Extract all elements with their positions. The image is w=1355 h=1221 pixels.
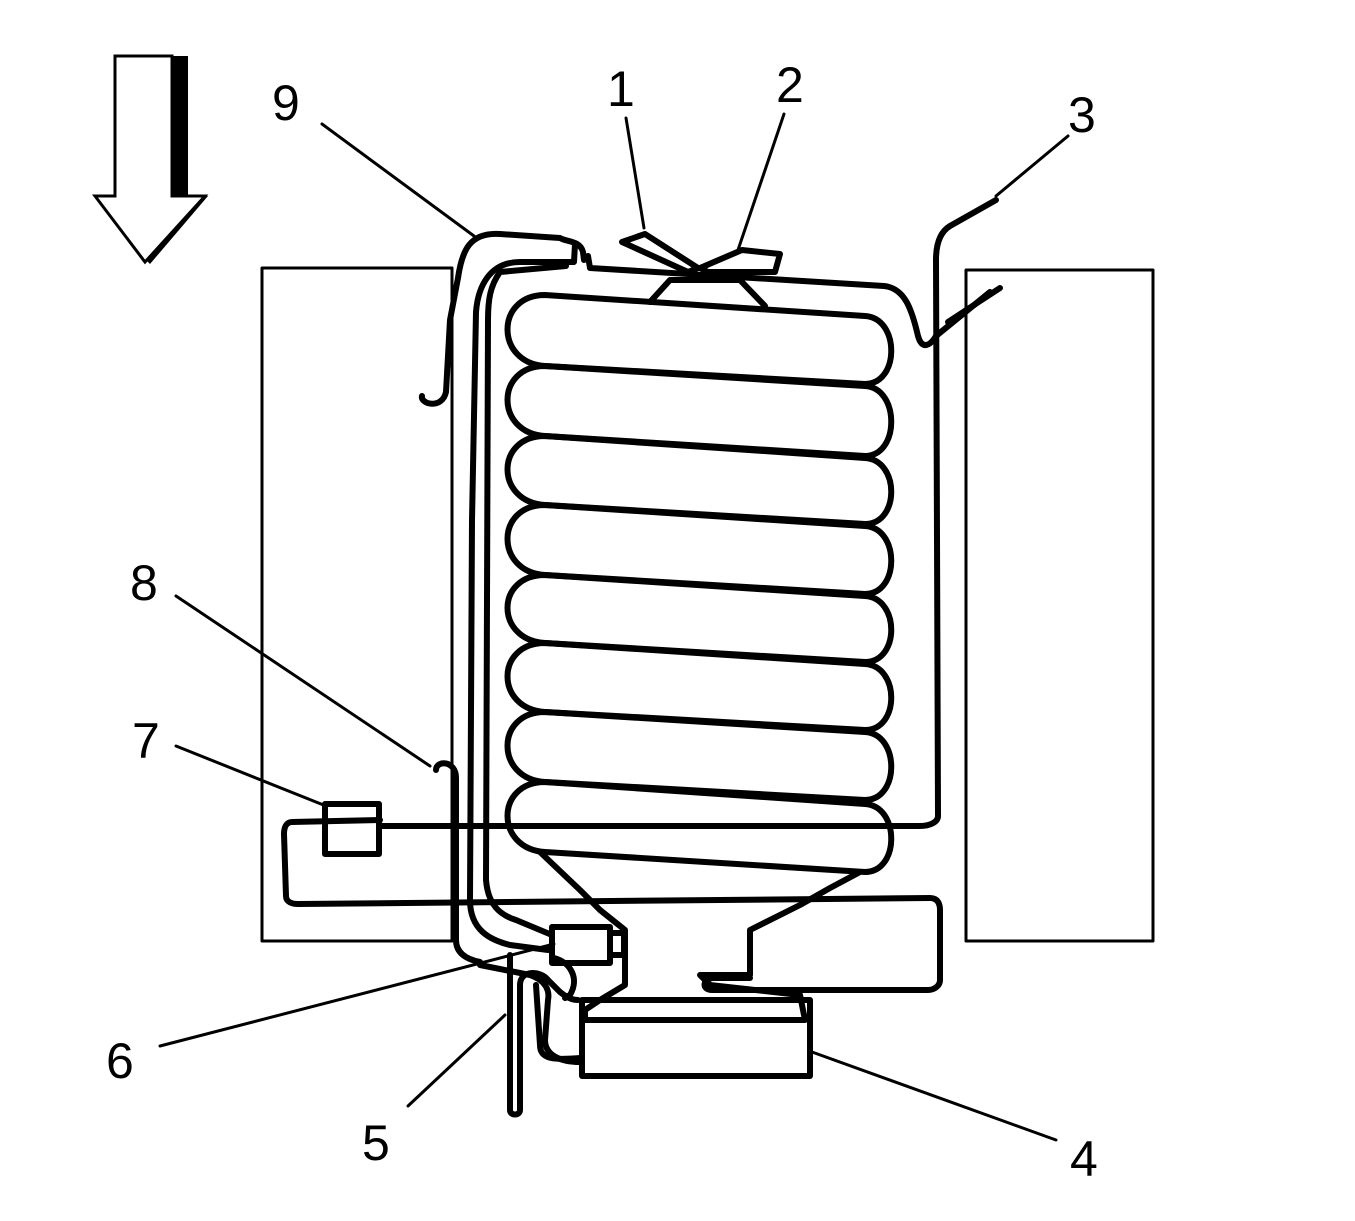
callout-3: 3 [1068, 87, 1096, 143]
leader-line-2 [736, 112, 786, 252]
callout-8: 8 [130, 555, 158, 611]
callout-7: 7 [132, 713, 160, 769]
leader-line-8 [174, 594, 432, 768]
leader-line-5 [406, 1013, 507, 1108]
leader-line-4 [810, 1050, 1058, 1142]
right-frame-rail [964, 268, 1155, 943]
callout-9: 9 [272, 75, 300, 131]
module-box [579, 997, 813, 1079]
clip-top [619, 231, 701, 275]
down-arrow-icon [91, 54, 209, 265]
callout-1: 1 [607, 61, 635, 117]
bracket-top [697, 247, 783, 275]
harness-connector [549, 924, 627, 966]
leader-line-9 [320, 122, 476, 238]
wiring-harness [281, 197, 1003, 1118]
leader-line-7 [174, 744, 328, 808]
coil-spring [504, 277, 895, 875]
leader-line-1 [624, 116, 646, 230]
spring-seat [537, 849, 863, 1023]
leader-line-3 [994, 134, 1070, 198]
callout-4: 4 [1070, 1131, 1098, 1187]
left-frame-rail [260, 266, 454, 943]
callout-2: 2 [776, 57, 804, 113]
leader-line-6 [158, 942, 556, 1048]
connector-box [322, 801, 382, 857]
callout-5: 5 [362, 1115, 390, 1171]
callout-6: 6 [106, 1033, 134, 1089]
